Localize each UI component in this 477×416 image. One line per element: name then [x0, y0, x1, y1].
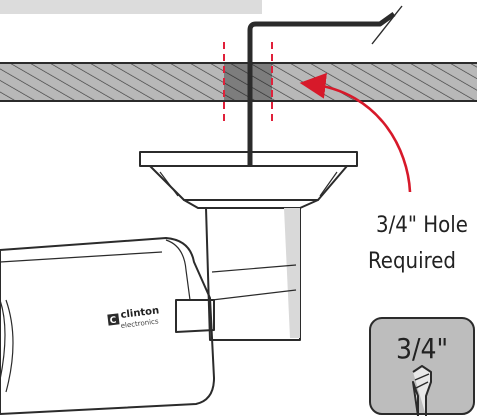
hole-annotation-line1: 3/4" Hole: [376, 213, 468, 238]
hole-annotation-line2: Required: [368, 249, 456, 274]
hole-guide-lines: [223, 42, 273, 125]
svg-text:clinton: clinton: [120, 305, 160, 321]
drill-size-badge: 3/4": [369, 317, 475, 416]
camera-brand-logo: C clinton electronics: [107, 305, 160, 330]
camera-mount: [139, 151, 358, 341]
drill-size-label: 3/4": [396, 332, 448, 365]
svg-text:C: C: [109, 316, 117, 327]
cable: [247, 5, 403, 165]
label-strip: [0, 0, 262, 14]
camera-body: [0, 237, 215, 415]
ceiling-slab: [0, 62, 477, 102]
curved-arrow-icon: [299, 72, 412, 193]
